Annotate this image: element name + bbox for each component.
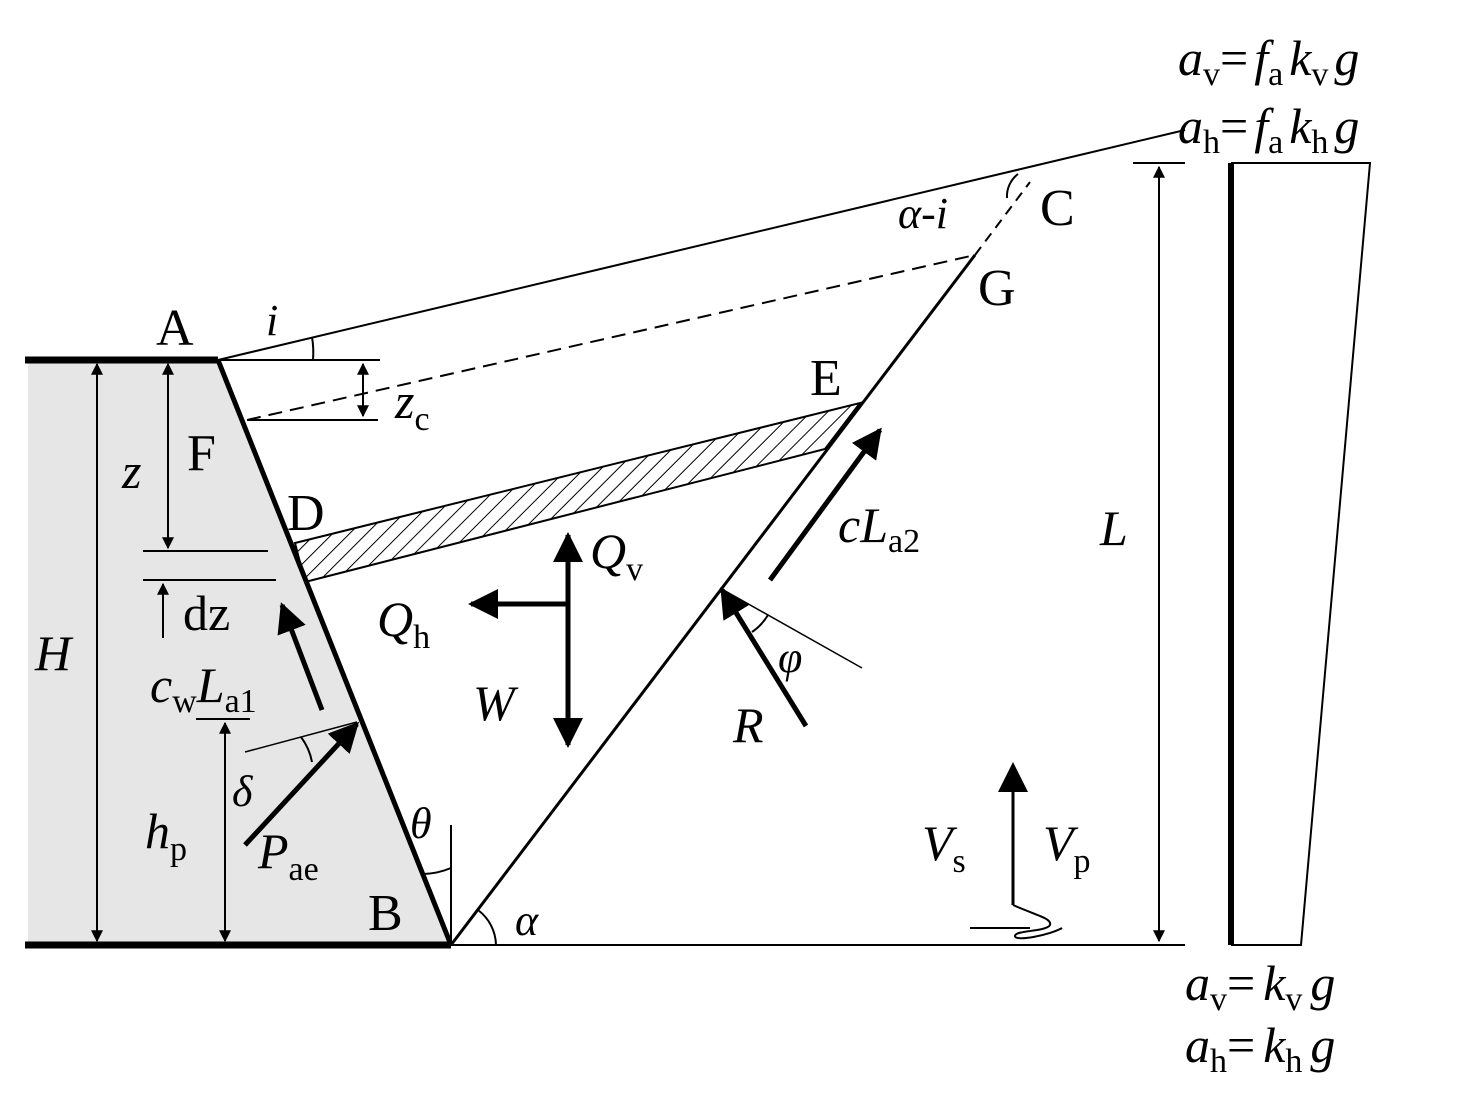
pae-main: P [257,823,289,879]
point-label-a: A [156,300,194,357]
phi-label: φ [778,633,802,682]
cwla1-label: cwLa1 [150,657,257,720]
pae-force-arrow [243,721,360,847]
point-label-d: D [287,485,325,542]
cwla1-force-arrow [277,602,325,711]
accel-bot1-k-sub: v [1285,981,1302,1018]
accel-top1-k: k [1289,30,1312,86]
qh-main: Q [377,591,413,647]
dz-text: dz [183,585,230,641]
delta-angle-arc [300,736,313,763]
seismic-wave-squiggle [1012,904,1063,940]
accel-bot1-a: a [1185,955,1210,1011]
cla2-main: cL [838,497,888,553]
hp-label: hp [145,803,187,868]
z-label: z [121,443,141,499]
accel-top2-g: g [1334,98,1359,154]
acceleration-profile [1231,162,1372,946]
w-label: W [473,675,519,731]
alpha-label: α [515,896,539,945]
accel-bot2-k: k [1263,1017,1286,1073]
hatched-slice [293,401,863,584]
l-label: L [1099,500,1128,556]
alpha-minus-i-label: α-i [898,189,948,238]
delta-label: δ [232,767,254,816]
pae-label: Pae [257,823,319,888]
dz-label: dz [183,585,230,641]
accel-bot2-g: g [1310,1017,1335,1073]
accel-bot2-a: a [1185,1017,1210,1073]
wall-body [28,360,451,945]
accel-top1-g: g [1334,30,1359,86]
accel-top2-eq: = [1220,98,1248,154]
point-label-c: C [1040,180,1075,237]
zc-main: z [394,373,414,429]
alpha-angle-arc [477,909,497,946]
accel-bot1-g: g [1310,955,1335,1011]
qv-main: Q [590,523,626,579]
h-label: H [34,625,74,681]
accel-bot1-eq: = [1227,955,1255,1011]
accel-bot1-k: k [1263,955,1286,1011]
accel-bot1-a-sub: v [1210,981,1227,1018]
cla2-label: cLa2 [838,497,920,560]
point-label-b: B [368,885,403,942]
cwla1-l: L [196,657,225,713]
i-angle-label: i [266,296,278,345]
point-label-f: F [187,425,216,482]
cla2-force-arrow [767,427,883,582]
accel-top2-a: a [1178,98,1203,154]
tension-crack-dashed-line [246,254,976,421]
accel-top1-a-sub: v [1203,56,1220,93]
r-label: R [732,697,764,753]
accel-top2-f-sub: a [1268,124,1283,161]
accel-top1-f-sub: a [1268,56,1283,93]
vs-subscript: s [953,843,966,880]
point-label-g: G [978,260,1016,317]
failure-plane-line [449,254,977,946]
vs-label: Vs [922,815,966,880]
accel-top1-eq: = [1220,30,1248,86]
zc-subscript: c [414,401,429,438]
failure-plane-dashed [974,181,1031,256]
qv-subscript: v [626,551,643,588]
vs-main: V [922,815,958,871]
qv-label: Qv [590,523,643,588]
wall-back-face [215,359,454,946]
accel-bot2-a-sub: h [1210,1043,1227,1080]
vp-label: Vp [1043,815,1091,880]
accel-bot2-k-sub: h [1285,1043,1302,1080]
r-force-arrow [719,587,809,728]
backfill-surface-line [217,129,1186,361]
theta-label: θ [410,799,432,848]
cwla1-c: c [150,657,172,713]
qh-label: Qh [377,591,430,656]
cwla1-subscript: a1 [225,683,257,720]
cwla1-w: w [172,683,197,720]
accel-top2-a-sub: h [1203,124,1220,161]
accel-bot2-eq: = [1227,1017,1255,1073]
accel-top1-a: a [1178,30,1203,86]
pae-subscript: ae [289,851,319,888]
vp-subscript: p [1074,843,1091,880]
point-label-e: E [810,350,842,407]
i-angle-arc [311,336,315,361]
hp-main: h [145,803,170,859]
theta-angle-arc [422,867,452,875]
zc-label: zc [394,373,430,438]
accel-top2-k-sub: h [1311,124,1328,161]
hp-subscript: p [170,831,187,868]
qh-subscript: h [413,619,430,656]
cla2-subscript: a2 [888,523,920,560]
vp-main: V [1043,815,1079,871]
phi-angle-arc [751,614,769,633]
accel-top2-k: k [1289,98,1312,154]
accel-top1-k-sub: v [1311,56,1328,93]
alpha-minus-i-arc [1005,173,1019,199]
